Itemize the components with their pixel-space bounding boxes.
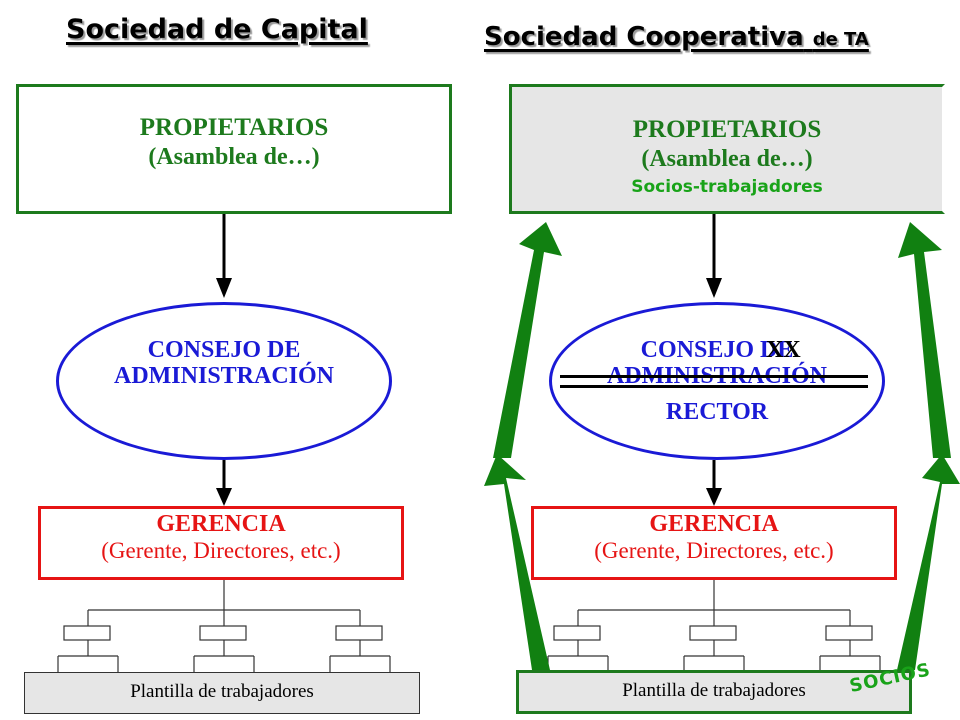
staff-label-right: Plantilla de trabajadores — [622, 680, 806, 701]
org-chart-right — [547, 580, 881, 670]
green-arrows-right — [897, 222, 960, 670]
owners-members-right: Socios-trabajadores — [631, 177, 823, 197]
arrowhead-board-to-management-right — [706, 488, 722, 506]
green-arrows-left — [484, 222, 562, 670]
board-line1-right: CONSEJO DE — [640, 337, 794, 363]
org-chart-left — [57, 580, 391, 672]
board-line1-left: CONSEJO DE — [147, 337, 301, 363]
board-strike-mark-right: XX — [766, 337, 801, 363]
management-box-right: GERENCIA (Gerente, Directores, etc.) — [531, 506, 897, 580]
arrowhead-board-to-management-left — [216, 488, 232, 506]
board-line2-left: ADMINISTRACIÓN — [113, 363, 335, 389]
board-line1-wrap-right: CONSEJO DE XX — [552, 337, 882, 363]
arrowhead-owners-to-board-right — [706, 278, 722, 298]
owners-title-right: PROPIETARIOS — [632, 116, 822, 143]
title-cooperative-company-suffix: de TA — [812, 29, 869, 50]
arrowhead-owners-to-board-left — [216, 278, 232, 298]
staff-box-left: Plantilla de trabajadores — [24, 672, 420, 714]
management-title-left: GERENCIA — [156, 511, 286, 537]
staff-box-right: Plantilla de trabajadores — [516, 670, 912, 714]
board-ellipse-left: CONSEJO DE ADMINISTRACIÓN — [56, 302, 392, 460]
management-title-right: GERENCIA — [649, 511, 779, 537]
management-subtitle-right: (Gerente, Directores, etc.) — [594, 538, 834, 563]
title-cooperative-company: Sociedad Cooperativa de TA — [484, 22, 869, 52]
owners-box-left: PROPIETARIOS (Asamblea de…) — [16, 84, 452, 214]
strikethrough-line-bottom — [560, 385, 868, 388]
owners-title-left: PROPIETARIOS — [139, 114, 329, 141]
title-capital-company-text: Sociedad de Capital — [66, 14, 368, 45]
board-replacement-right: RECTOR — [665, 399, 769, 425]
title-cooperative-company-text: Sociedad Cooperativa — [484, 22, 804, 52]
board-ellipse-right: CONSEJO DE XX ADMINISTRACIÓN RECTOR — [549, 302, 885, 460]
owners-box-right: PROPIETARIOS (Asamblea de…) Socios-traba… — [509, 84, 945, 214]
management-box-left: GERENCIA (Gerente, Directores, etc.) — [38, 506, 404, 580]
owners-subtitle-right: (Asamblea de…) — [641, 146, 813, 172]
management-subtitle-left: (Gerente, Directores, etc.) — [101, 538, 341, 563]
title-capital-company: Sociedad de Capital — [66, 14, 368, 45]
owners-subtitle-left: (Asamblea de…) — [148, 144, 320, 170]
strikethrough-line-top — [560, 375, 868, 378]
staff-label-left: Plantilla de trabajadores — [130, 681, 314, 702]
board-line2-wrap-right: ADMINISTRACIÓN — [552, 363, 882, 389]
